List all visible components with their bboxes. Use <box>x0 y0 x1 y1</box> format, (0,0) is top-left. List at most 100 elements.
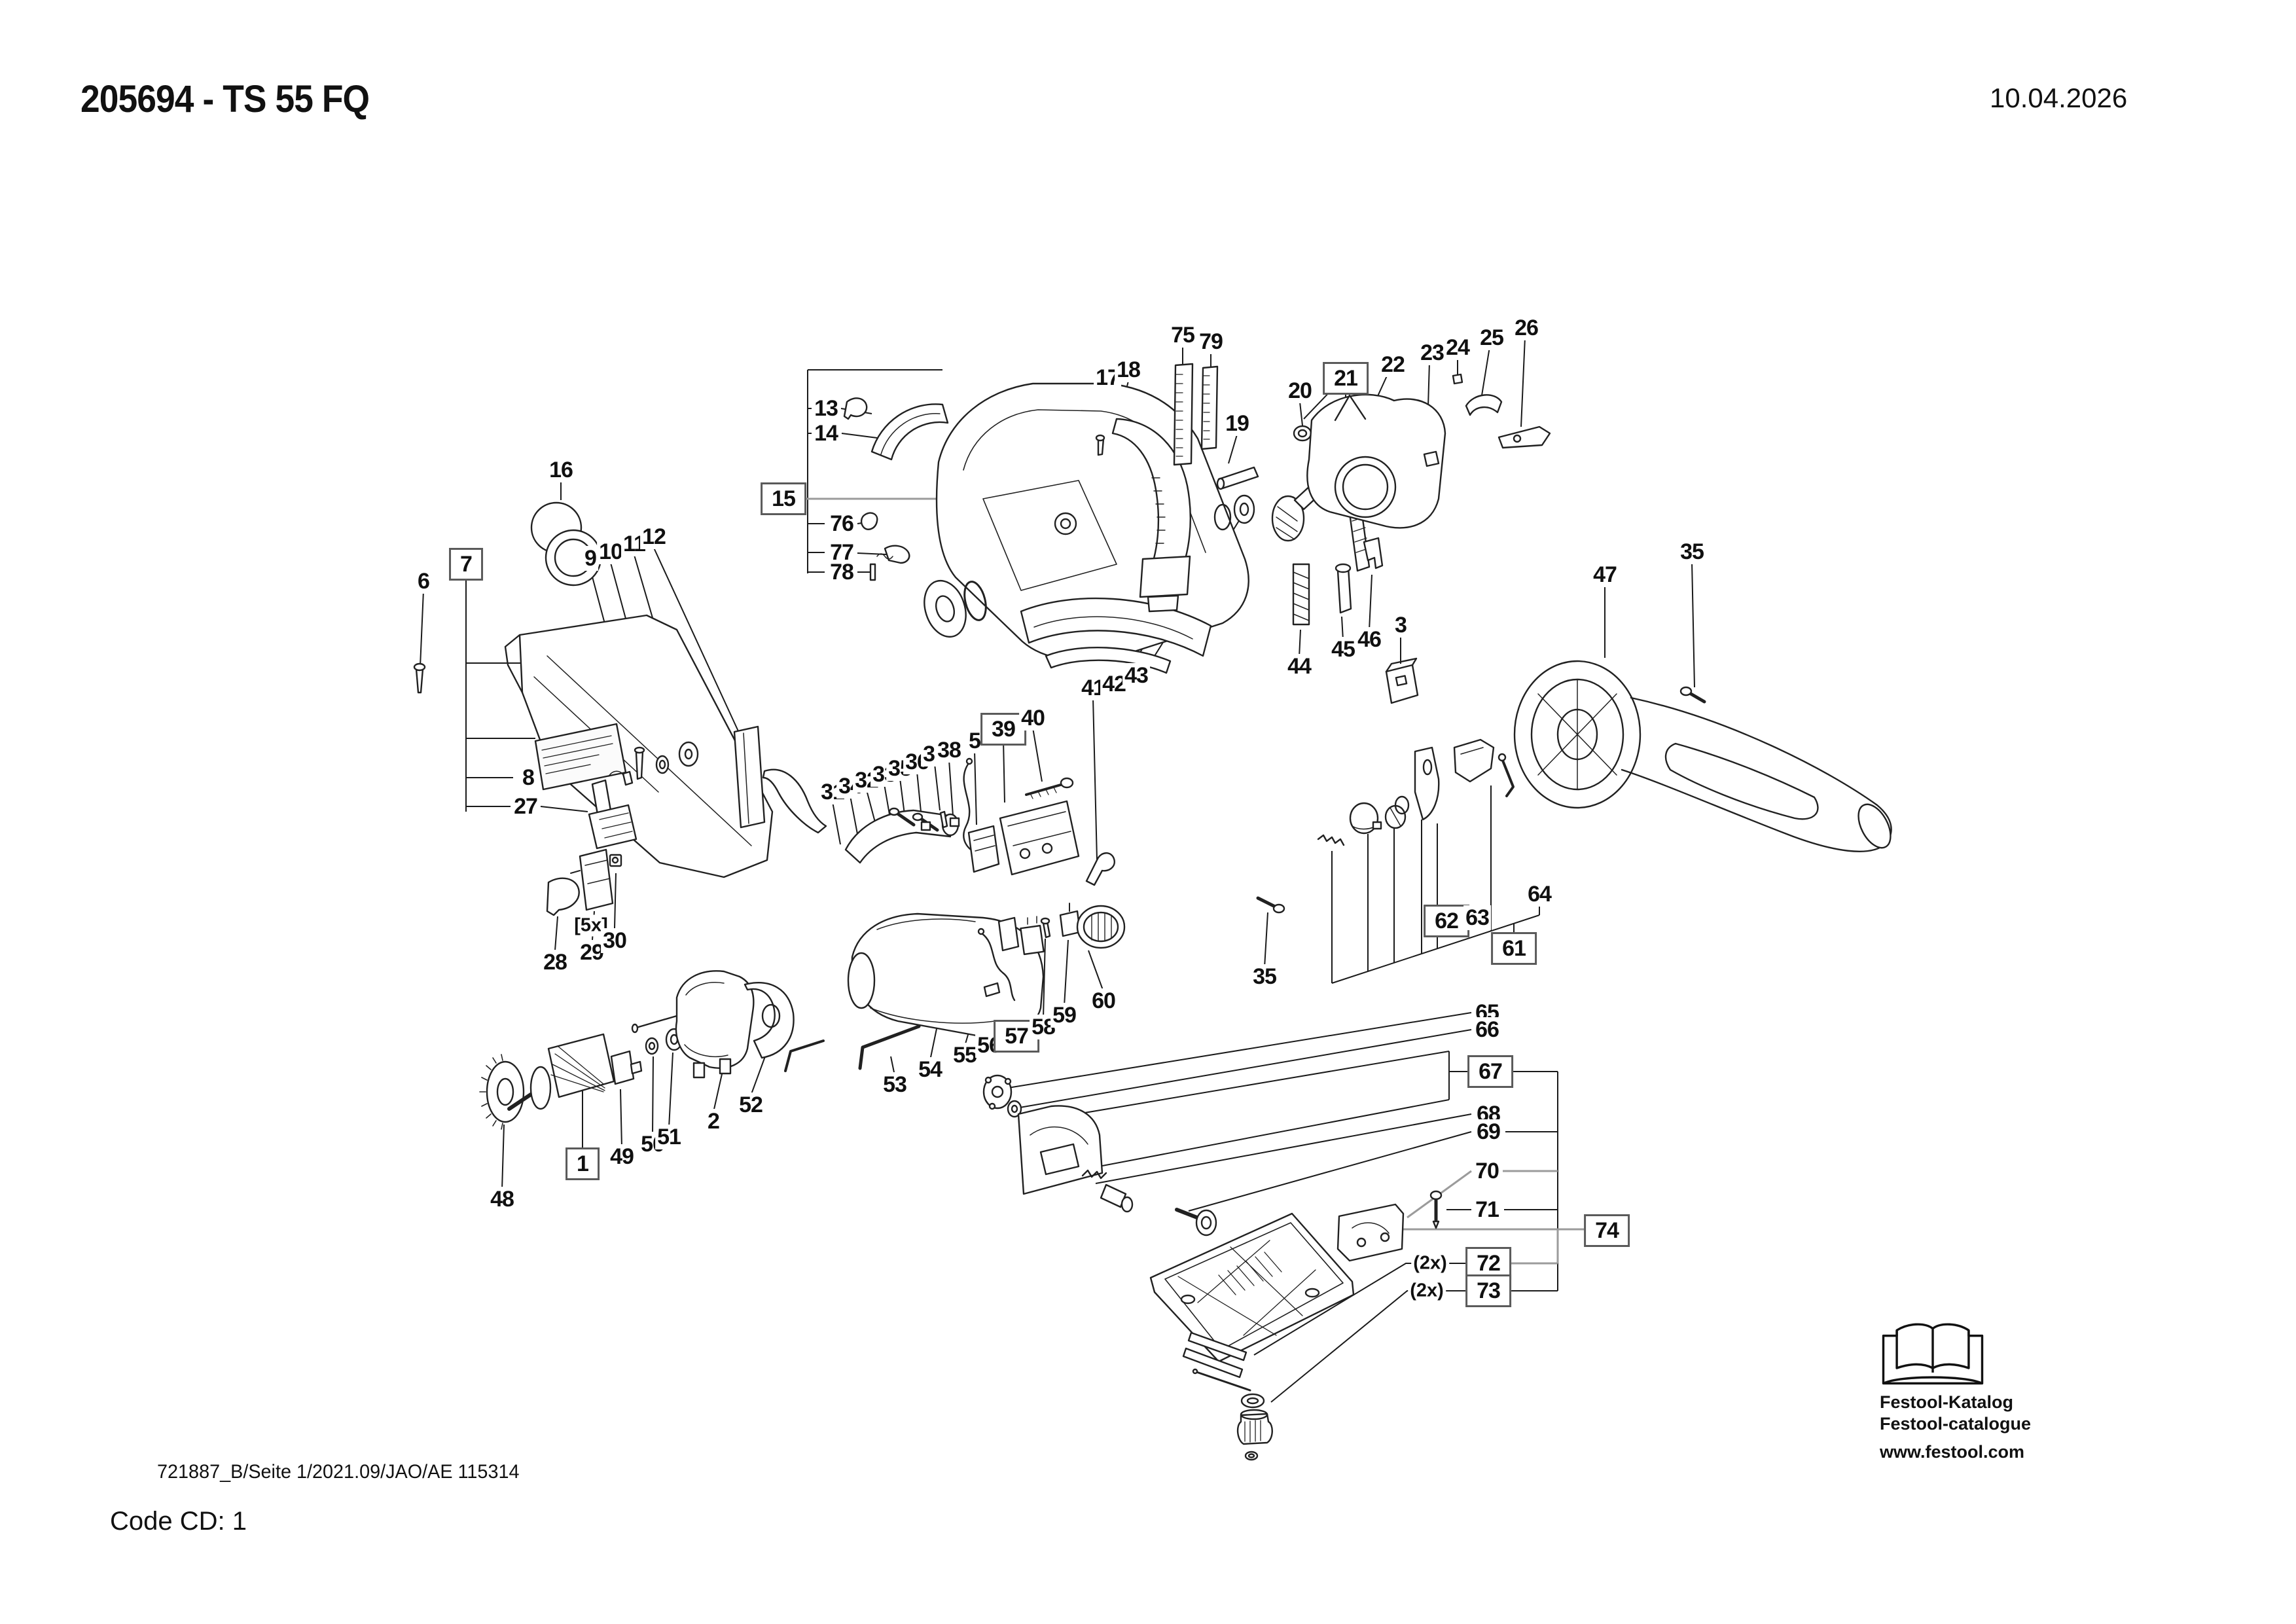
part-knob-28 <box>546 877 580 916</box>
open-book-icon <box>1882 1323 1984 1385</box>
callout-12-6: 12 <box>640 524 668 549</box>
callout-29-17: 29 <box>578 940 605 965</box>
part-drawings <box>413 363 1892 1461</box>
document-reference: 721887_B/Seite 1/2021.09/JAO/AE 115314 <box>157 1461 520 1483</box>
part-hex-key-53 <box>858 1024 921 1070</box>
part-clamp-25 <box>1465 394 1503 416</box>
part-dust-port <box>530 501 602 586</box>
callout-52-66: 52 <box>737 1092 764 1117</box>
callout-13-7: 13 <box>812 396 840 421</box>
part-motor-housing <box>1513 660 1892 852</box>
callout-61-70: 61 <box>1491 932 1537 965</box>
callout-28-15: 28 <box>541 950 569 975</box>
callout-48-60: 48 <box>488 1187 516 1212</box>
callout-67-73: 67 <box>1467 1055 1513 1088</box>
part-pin-19 <box>1216 466 1259 490</box>
callout-15-9: 15 <box>761 482 806 515</box>
callout-43-50: 43 <box>1122 663 1150 688</box>
callout-70-76: 70 <box>1473 1159 1501 1183</box>
callout-7-2: 7 <box>449 548 483 581</box>
callout-47-35: 47 <box>1591 562 1619 587</box>
part-electronics-module-39 <box>999 800 1080 876</box>
part-pin-8 <box>622 770 634 786</box>
callout-55-53: 55 <box>951 1043 978 1068</box>
callout-6-1: 6 <box>416 569 431 594</box>
callout-49-62: 49 <box>608 1144 636 1169</box>
part-pin-56 <box>983 982 1001 998</box>
part-baseplate <box>1149 1212 1355 1363</box>
part-washer-66 <box>1007 1100 1022 1118</box>
callout-64-69: 64 <box>1526 882 1553 907</box>
page-title: 205694 - TS 55 FQ <box>81 78 370 120</box>
part-bevel-quadrant <box>1017 1105 1103 1195</box>
part-brush-30 <box>609 854 622 867</box>
part-switch-cable-5 <box>963 757 1000 873</box>
callout-18-20: 18 <box>1115 357 1142 382</box>
part-capacitor-57 <box>997 916 1045 956</box>
part-ring-20 <box>1293 425 1312 442</box>
part-latch-46 <box>1363 537 1384 569</box>
callout-73-82: 73 <box>1465 1274 1511 1307</box>
callout-71-77: 71 <box>1473 1197 1501 1222</box>
festool-catalogue-block: Festool-Katalog Festool-catalogue www.fe… <box>1880 1318 2155 1463</box>
callout-16-0: 16 <box>547 458 575 482</box>
part-grille-60 <box>1076 905 1126 949</box>
callout-9-3: 9 <box>583 546 598 571</box>
callout-21-25: 21 <box>1323 362 1369 395</box>
part-screw-40 <box>1025 777 1074 799</box>
callout-8-13: 8 <box>520 765 536 790</box>
part-elbow-41 <box>1085 852 1115 886</box>
part-bearing-43 <box>1233 494 1255 524</box>
part-pin-24 <box>1452 373 1463 385</box>
callout-51-64: 51 <box>655 1125 683 1149</box>
part-brush-holder-29 <box>570 848 614 911</box>
part-bushing-23 <box>1423 450 1440 467</box>
callout-46-33: 46 <box>1355 627 1383 652</box>
callout-35-36: 35 <box>1678 539 1706 564</box>
callout-25-29: 25 <box>1478 325 1505 350</box>
part-bolt-69 <box>1175 1208 1217 1236</box>
part-screw-35-top <box>1679 686 1706 704</box>
part-knob-73 <box>1236 1393 1273 1461</box>
part-pin-78 <box>869 563 876 581</box>
part-lever-77 <box>876 545 910 564</box>
callout-62-67: 62 <box>1424 905 1469 937</box>
callout-24-28: 24 <box>1444 335 1471 360</box>
part-plunger-45 <box>1335 563 1352 614</box>
part-riving-knife <box>1111 418 1192 613</box>
part-screw-17 <box>1095 434 1105 456</box>
part-armature-1 <box>507 1033 643 1111</box>
callout-26-30: 26 <box>1513 316 1540 340</box>
callout-53-51: 53 <box>881 1072 908 1097</box>
part-blade-guard <box>504 614 774 878</box>
callout-40-47: 40 <box>1019 706 1047 731</box>
callout-22-26: 22 <box>1379 352 1407 377</box>
callout-59-57: 59 <box>1050 1003 1078 1028</box>
part-scale-75 <box>1173 363 1194 466</box>
part-lock-cluster-61-64 <box>1317 738 1515 846</box>
callout-79-22: 79 <box>1197 329 1225 354</box>
callout-10-4: 10 <box>597 539 624 564</box>
part-jig-70 <box>1336 1203 1405 1262</box>
callout-3-34: 3 <box>1393 613 1408 638</box>
logo-text-catalogue: Festool-catalogue <box>1880 1414 2032 1434</box>
part-arc-segment-14 <box>870 403 949 461</box>
callout-35-59: 35 <box>1251 964 1278 989</box>
part-motor-unit-54 <box>847 912 1045 1037</box>
callout-45-32: 45 <box>1329 637 1357 662</box>
part-micro-switch-3 <box>1385 657 1419 704</box>
part-bearing-cap-65 <box>982 1074 1013 1110</box>
callout-19-23: 19 <box>1223 411 1251 436</box>
page-date: 10.04.2026 <box>1990 82 2128 113</box>
callout-66-72: 66 <box>1473 1017 1501 1042</box>
callout-23-27: 23 <box>1418 340 1446 365</box>
logo-text-url[interactable]: www.festool.com <box>1880 1442 2025 1462</box>
code-cd-line: Code CD: 1 <box>110 1507 247 1536</box>
part-spring-44 <box>1292 563 1310 626</box>
callout-20-24: 20 <box>1286 378 1314 403</box>
part-lever-27 <box>588 770 637 850</box>
callout-78-12: 78 <box>828 560 855 585</box>
part-splinter-guards-72 <box>1182 1331 1251 1392</box>
